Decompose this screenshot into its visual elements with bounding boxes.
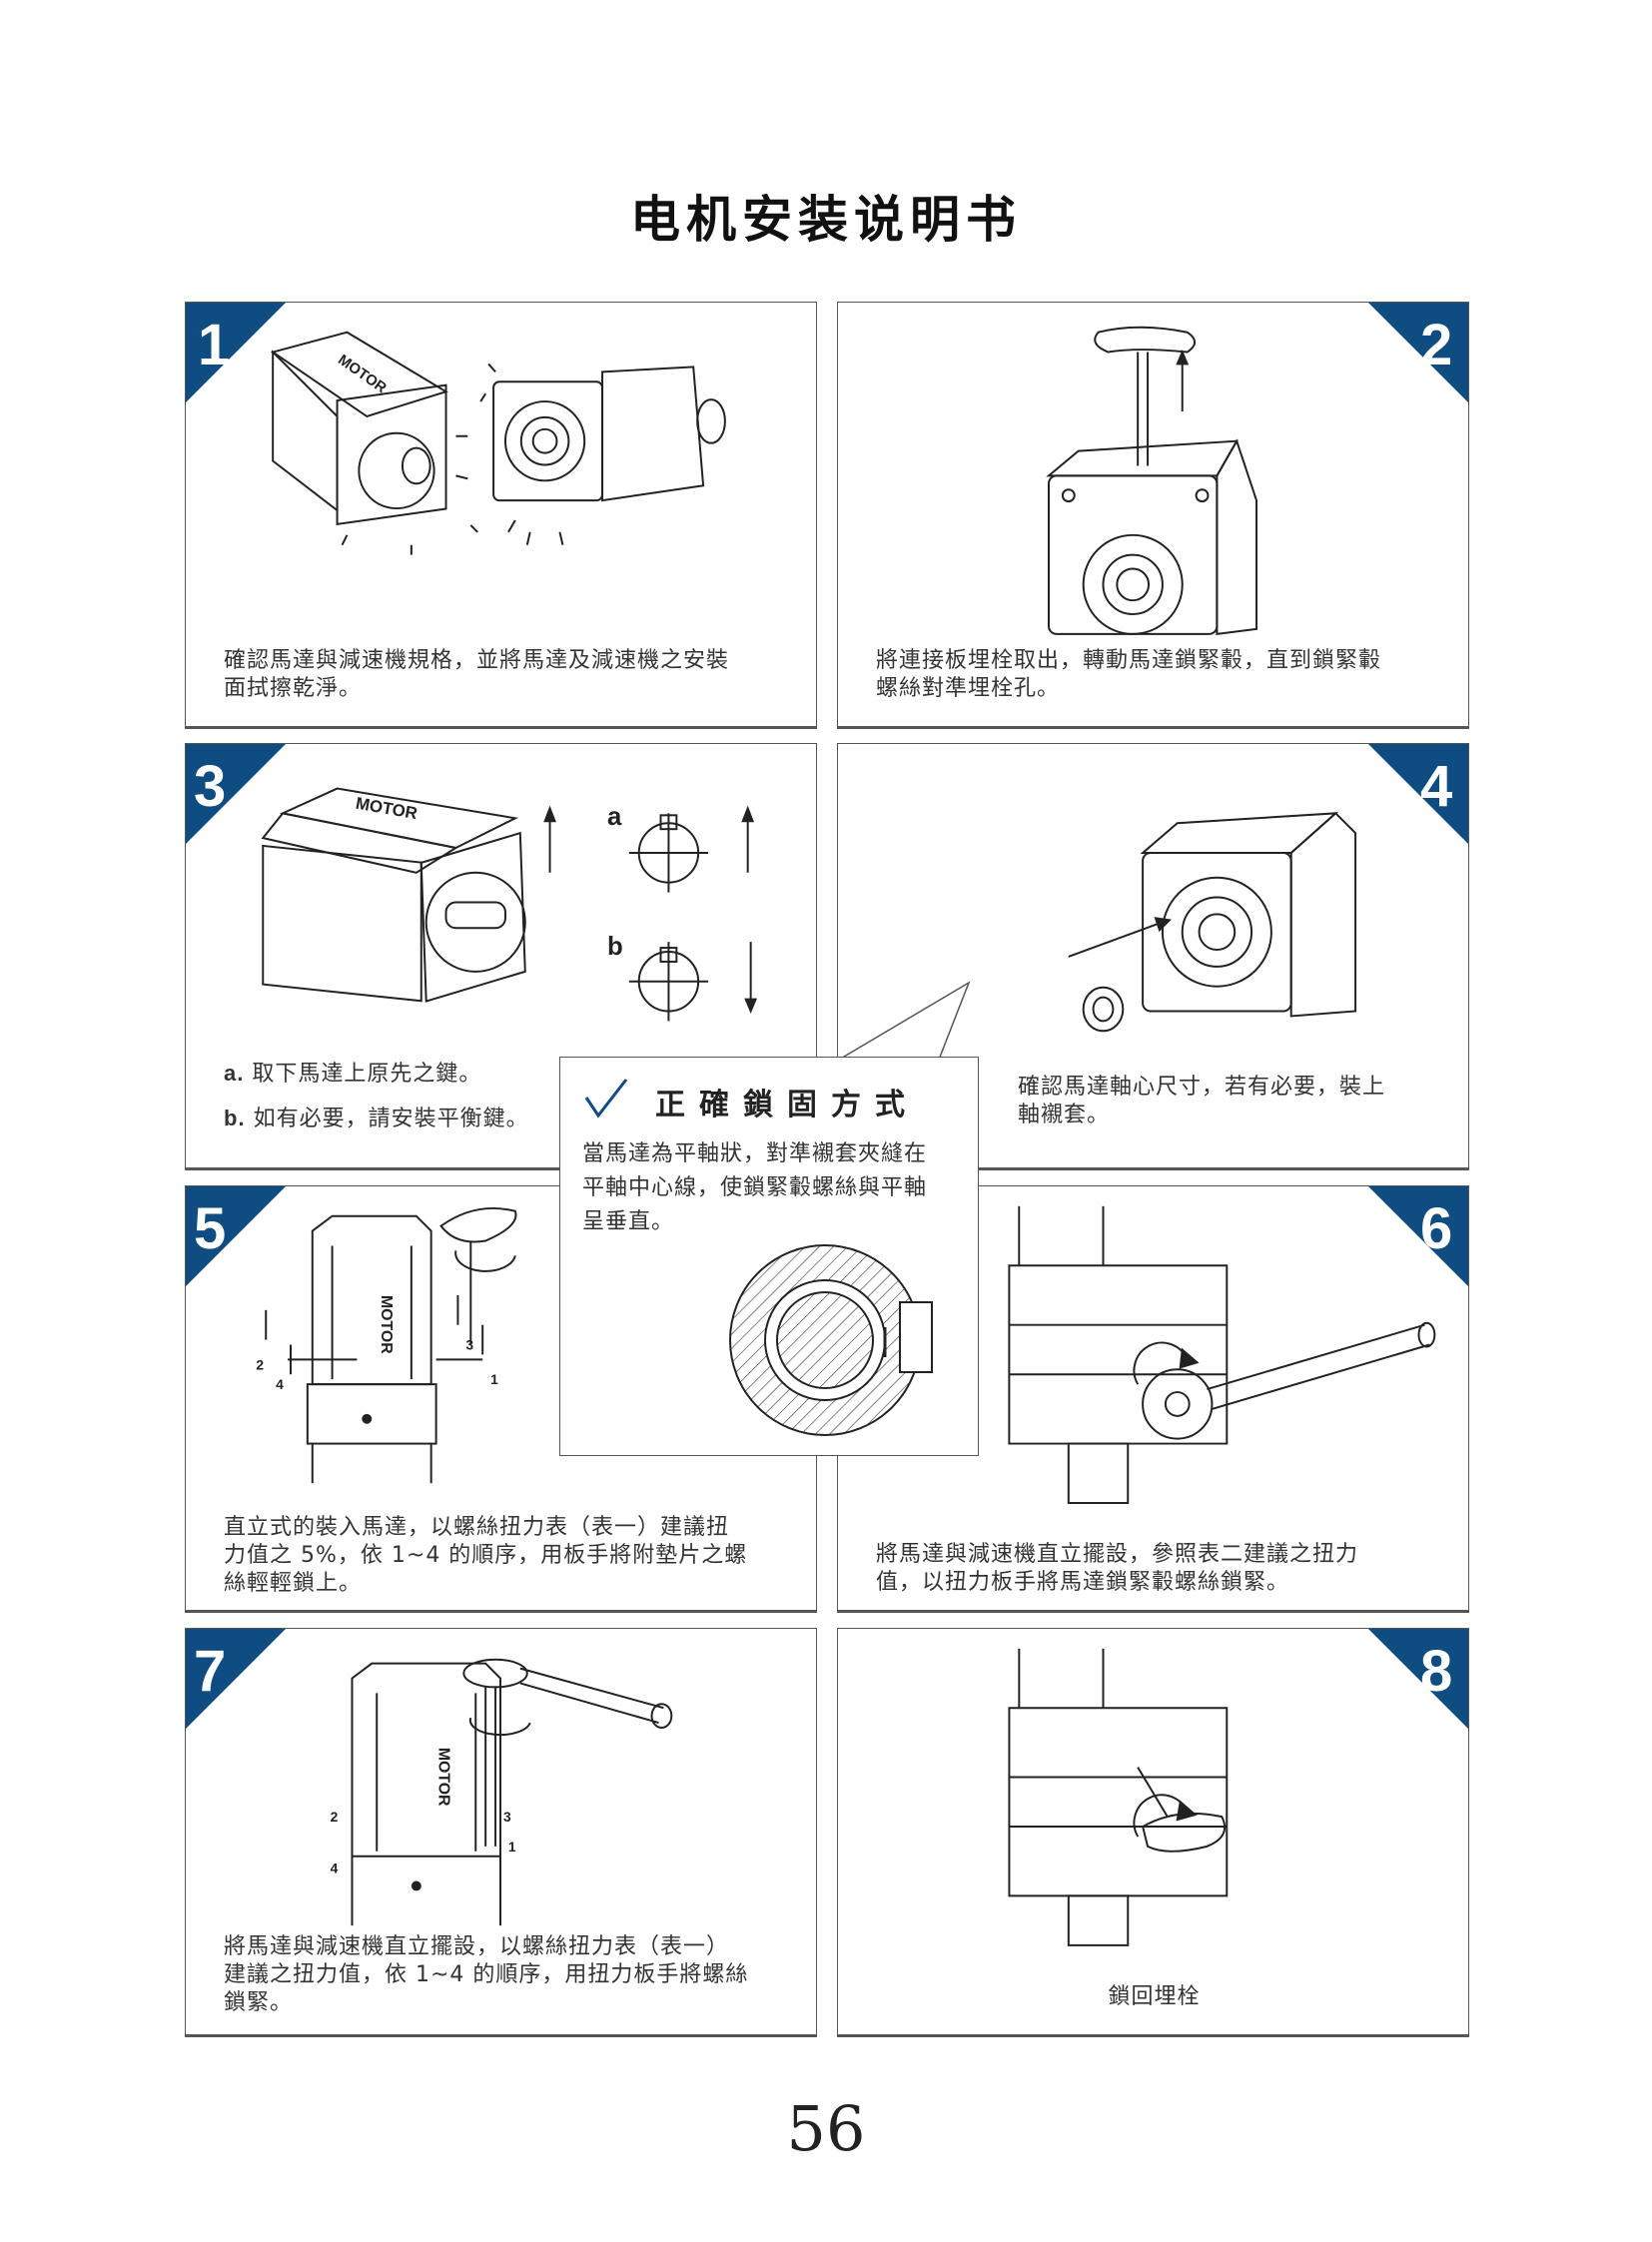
page-title: 电机安装说明书 xyxy=(630,190,1022,249)
step-5-text-line: 絲輕輕鎖上。 xyxy=(224,1571,363,1596)
callout-title: 正確鎖固方式 xyxy=(655,1088,919,1122)
svg-text:MOTOR: MOTOR xyxy=(435,1748,452,1807)
motor-key-illustration: MOTOR a b xyxy=(261,787,758,1022)
motor-and-gearbox-illustration: MOTOR xyxy=(270,331,726,555)
step-panel-1: 1 MOTOR 確認馬達與減速機規格，並將馬達及減速機之安裝 面拭擦乾淨。 xyxy=(185,302,817,729)
step-number-badge: 5 xyxy=(186,1186,286,1286)
step-2-text-line: 螺絲對準埋栓孔。 xyxy=(876,676,1061,701)
step-5-text-line: 力值之 5%，依 1~4 的順序，用板手將附墊片之螺 xyxy=(224,1543,748,1568)
svg-text:3: 3 xyxy=(465,1336,473,1352)
torque-wrench-hub-illustration xyxy=(1008,1205,1436,1504)
svg-text:b: b xyxy=(607,933,623,961)
svg-text:a: a xyxy=(607,803,622,831)
step-number-badge: 3 xyxy=(186,744,286,844)
page-number: 56 xyxy=(786,2092,866,2165)
step-number-badge: 1 xyxy=(186,303,286,402)
plug-reinstall-illustration xyxy=(1008,1648,1229,1946)
step-1-text-line: 面拭擦乾淨。 xyxy=(224,676,363,701)
callout-body-line: 呈垂直。 xyxy=(582,1209,675,1234)
callout-body-line: 當馬達為平軸狀，對準襯套夾縫在 xyxy=(582,1141,928,1166)
step-4-text-line: 確認馬達軸心尺寸，若有必要，裝上 xyxy=(1018,1075,1386,1100)
svg-text:3: 3 xyxy=(194,754,226,819)
step-panel-4: 4 確認馬達軸心尺寸，若有必要，裝上 軸襯套。 xyxy=(837,743,1469,1170)
gearbox-plug-removal-illustration xyxy=(1046,326,1258,635)
svg-text:4: 4 xyxy=(1420,754,1452,819)
step-1-text-line: 確認馬達與減速機規格，並將馬達及減速機之安裝 xyxy=(224,648,730,673)
step-4-text-line: 軸襯套。 xyxy=(1018,1103,1111,1127)
step-panel-8: 8 鎖回埋栓 xyxy=(837,1628,1469,2037)
svg-text:1: 1 xyxy=(198,313,230,377)
checkmark-icon xyxy=(584,1079,628,1119)
vertical-motor-install-illustration: MOTOR 1 2 3 4 xyxy=(256,1207,517,1484)
step-number-badge: 7 xyxy=(186,1629,286,1729)
step-3-item-a: a. 取下馬達上原先之鍵。 xyxy=(224,1061,482,1087)
correct-locking-callout: 正確鎖固方式 當馬達為平軸狀，對準襯套夾縫在 平軸中心線，使鎖緊轂螺絲與平軸 呈… xyxy=(559,1057,979,1456)
svg-text:5: 5 xyxy=(194,1196,226,1261)
step-3-item-b: b. 如有必要，請安裝平衡鍵。 xyxy=(224,1106,529,1131)
svg-text:2: 2 xyxy=(331,1809,339,1825)
callout-body-line: 平軸中心線，使鎖緊轂螺絲與平軸 xyxy=(582,1175,928,1200)
svg-text:7: 7 xyxy=(194,1639,226,1704)
svg-text:2: 2 xyxy=(256,1356,264,1372)
svg-text:MOTOR: MOTOR xyxy=(335,353,389,397)
step-panel-7: 7 MOTOR 1 2 3 4 將馬達與減速機直立擺設，以螺絲扭力表（表一） 建… xyxy=(185,1628,817,2037)
svg-text:MOTOR: MOTOR xyxy=(378,1295,395,1354)
svg-text:8: 8 xyxy=(1420,1639,1452,1704)
step-number-badge: 8 xyxy=(1368,1629,1468,1729)
shaft-bushing-illustration xyxy=(1068,811,1357,1033)
svg-text:1: 1 xyxy=(490,1371,498,1387)
step-5-text-line: 直立式的裝入馬達，以螺絲扭力表（表一）建議扭 xyxy=(224,1515,730,1540)
step-panel-2: 2 將連接板埋栓取出，轉動馬達鎖緊轂，直到鎖緊轂 螺絲對準埋栓孔。 xyxy=(837,302,1469,729)
step-number-badge: 4 xyxy=(1368,744,1468,844)
step-6-text-line: 值，以扭力板手將馬達鎖緊轂螺絲鎖緊。 xyxy=(876,1570,1290,1595)
callout-pointer xyxy=(836,981,971,1061)
step-7-text-line: 鎖緊。 xyxy=(224,1990,294,2015)
step-6-text-line: 將馬達與減速機直立擺設，參照表二建議之扭力 xyxy=(876,1542,1359,1567)
step-number-badge: 6 xyxy=(1368,1186,1468,1286)
step-7-text-line: 建議之扭力值，依 1~4 的順序，用扭力板手將螺絲 xyxy=(224,1962,749,1987)
step-7-text-line: 將馬達與減速機直立擺設，以螺絲扭力表（表一） xyxy=(224,1934,730,1959)
svg-text:MOTOR: MOTOR xyxy=(355,794,419,824)
step-number-badge: 2 xyxy=(1368,303,1468,402)
svg-text:3: 3 xyxy=(503,1809,511,1825)
step-8-text-line: 鎖回埋栓 xyxy=(1108,1984,1201,2009)
svg-text:4: 4 xyxy=(331,1861,339,1876)
hub-cross-section-illustration xyxy=(729,1244,933,1436)
step-2-text-line: 將連接板埋栓取出，轉動馬達鎖緊轂，直到鎖緊轂 xyxy=(876,648,1382,673)
svg-text:6: 6 xyxy=(1420,1196,1452,1261)
torque-wrench-screws-illustration: MOTOR 1 2 3 4 xyxy=(331,1658,673,1926)
svg-text:4: 4 xyxy=(276,1376,284,1392)
svg-text:1: 1 xyxy=(508,1839,516,1855)
svg-text:2: 2 xyxy=(1420,313,1452,377)
